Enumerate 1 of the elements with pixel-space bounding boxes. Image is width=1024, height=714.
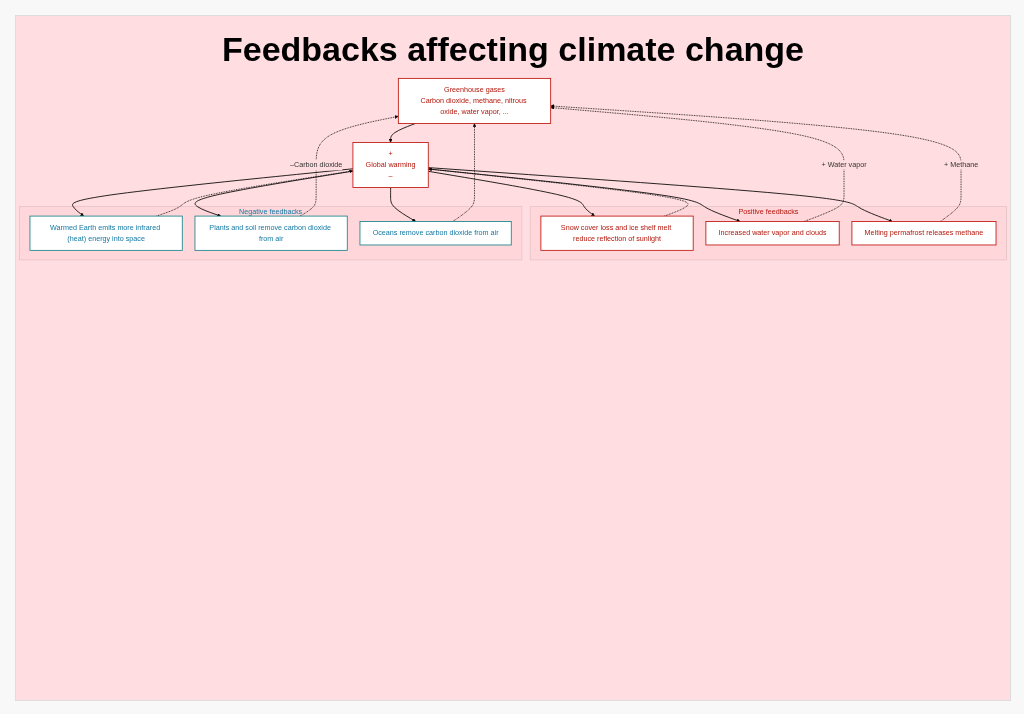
diagram-title: Feedbacks affecting climate change [222,30,804,69]
